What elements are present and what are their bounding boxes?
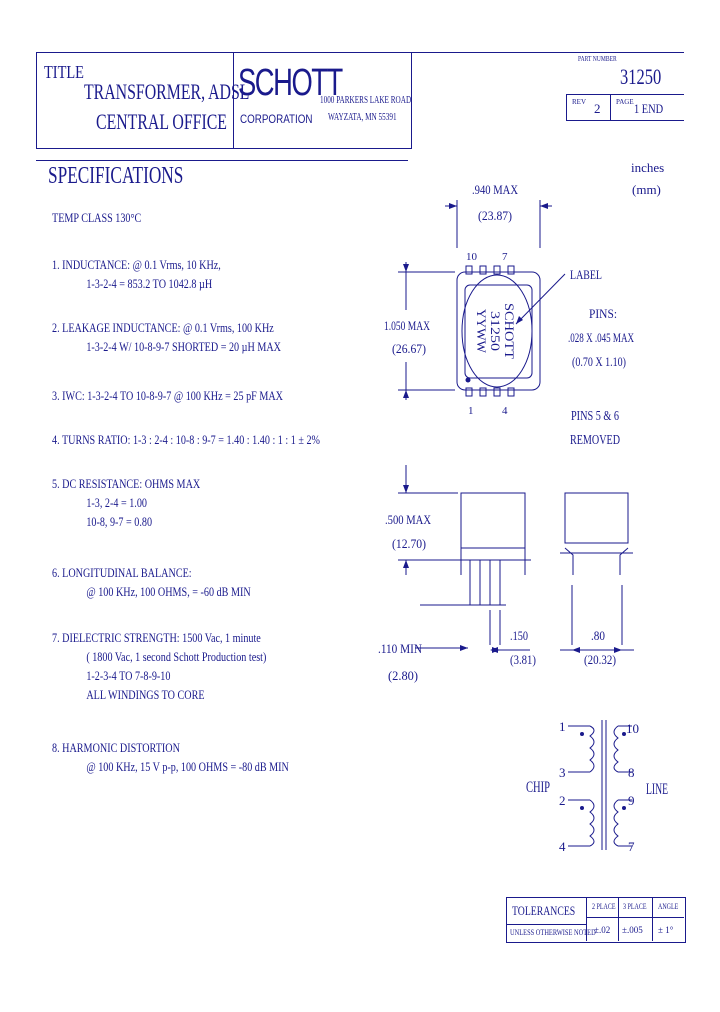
title-block-divider bbox=[411, 52, 412, 148]
winding-schematic: 1 3 2 4 10 8 9 7 CHIP LINE bbox=[526, 719, 668, 854]
units-line2: (mm) bbox=[632, 182, 661, 197]
title-block-divider bbox=[233, 52, 234, 148]
pins-removed-line2: REMOVED bbox=[570, 433, 620, 448]
component-label-text: SCHOTT 31250 YYWW bbox=[474, 303, 517, 359]
drawing-title-line2: CENTRAL OFFICE bbox=[96, 109, 227, 134]
schematic-pin: 9 bbox=[628, 793, 635, 808]
pitch-in: .150 bbox=[510, 628, 528, 643]
spec-item: 6. LONGITUDINAL BALANCE: @ 100 KHz, 100 … bbox=[52, 565, 251, 599]
tolerance-header-rule bbox=[586, 917, 684, 918]
rev-value: 2 bbox=[594, 101, 601, 116]
width-dim-in: .940 MAX bbox=[472, 182, 518, 197]
schematic-pin: 8 bbox=[628, 765, 635, 780]
pin-number: 10 bbox=[466, 251, 478, 263]
svg-text:SCHOTT: SCHOTT bbox=[502, 303, 517, 359]
spec-item: 1. INDUCTANCE: @ 0.1 Vrms, 10 KHz, 1-3-2… bbox=[52, 257, 221, 291]
spec-item: 8. HARMONIC DISTORTION @ 100 KHz, 15 V p… bbox=[52, 740, 289, 774]
tolerance-title-rule bbox=[506, 924, 586, 925]
row-in: .80 bbox=[591, 628, 605, 643]
tolerance-head-angle: ANGLE bbox=[658, 902, 679, 911]
tolerance-head-2-place: 2 PLACE bbox=[592, 902, 616, 911]
row-mm: (20.32) bbox=[584, 652, 616, 667]
part-number: 31250 bbox=[620, 64, 662, 89]
tolerance-value-2-place: ±.02 bbox=[594, 925, 611, 935]
label-callout: LABEL bbox=[570, 267, 602, 282]
tolerances-subtitle: UNLESS OTHERWISE NOTED bbox=[510, 928, 596, 937]
temp-class: TEMP CLASS 130°C bbox=[52, 210, 142, 225]
height-dim-mm: (26.67) bbox=[392, 341, 426, 356]
specs-top-rule bbox=[36, 160, 408, 161]
schematic-pin: 3 bbox=[559, 765, 566, 780]
pin-length-in: .110 MIN bbox=[378, 641, 423, 656]
side-height-in: .500 MAX bbox=[385, 512, 431, 527]
units-line1: inches bbox=[631, 160, 664, 175]
spec-item: 2. LEAKAGE INDUCTANCE: @ 0.1 Vrms, 100 K… bbox=[52, 320, 282, 354]
page-label: PAGE bbox=[616, 98, 634, 106]
title-block-left-border bbox=[36, 52, 37, 148]
company-address-line2: WAYZATA, MN 55391 bbox=[328, 112, 397, 123]
pins-size-mm: (0.70 X 1.10) bbox=[572, 354, 626, 369]
pin-number: 1 bbox=[468, 405, 474, 417]
pins-removed-line1: PINS 5 & 6 bbox=[571, 409, 619, 424]
tolerance-divider bbox=[618, 897, 619, 941]
spec-item: 4. TURNS RATIO: 1-3 : 2-4 : 10-8 : 9-7 =… bbox=[52, 432, 320, 447]
svg-text:YYWW: YYWW bbox=[474, 309, 489, 354]
rev-label: REV bbox=[572, 98, 586, 106]
title-block-top-border bbox=[36, 52, 684, 53]
tolerances-title: TOLERANCES bbox=[512, 903, 576, 918]
schematic-pin: 4 bbox=[559, 839, 566, 854]
pin-number: 7 bbox=[502, 251, 508, 263]
spec-item: 3. IWC: 1-3-2-4 TO 10-8-9-7 @ 100 KHz = … bbox=[52, 388, 283, 403]
company-address-line1: 1000 PARKERS LAKE ROAD bbox=[320, 95, 412, 106]
pins-title: PINS: bbox=[589, 306, 617, 321]
specs-heading: SPECIFICATIONS bbox=[48, 163, 184, 189]
drawing-title-line1: TRANSFORMER, ADSL bbox=[84, 79, 250, 104]
svg-text:31250: 31250 bbox=[488, 311, 503, 351]
tolerance-value-3-place: ±.005 bbox=[622, 925, 643, 935]
tolerance-divider bbox=[652, 897, 653, 941]
company-logo: SCHOTT bbox=[238, 62, 343, 104]
title-label: TITLE bbox=[44, 62, 84, 82]
chip-side-label: CHIP bbox=[526, 779, 550, 796]
rev-page-divider bbox=[566, 120, 684, 121]
tolerances-box bbox=[506, 897, 686, 943]
schematic-pin: 1 bbox=[559, 719, 566, 734]
height-dim-in: 1.050 MAX bbox=[384, 318, 430, 333]
part-number-divider bbox=[566, 94, 684, 95]
part-number-label: PART NUMBER bbox=[578, 55, 617, 63]
pins-size-in: .028 X .045 MAX bbox=[568, 330, 634, 345]
width-dim-mm: (23.87) bbox=[478, 208, 512, 223]
schematic-pin: 2 bbox=[559, 793, 566, 808]
side-height-mm: (12.70) bbox=[392, 536, 426, 551]
rev-page-divider-v bbox=[610, 94, 611, 120]
page-value: 1 END bbox=[634, 101, 664, 116]
pin-length-mm: (2.80) bbox=[388, 668, 418, 683]
rev-left-border bbox=[566, 94, 567, 120]
schematic-pin: 7 bbox=[628, 839, 635, 854]
pin-number: 4 bbox=[502, 405, 508, 417]
title-block-bottom-border bbox=[36, 148, 412, 149]
pitch-mm: (3.81) bbox=[510, 652, 536, 667]
schematic-pin: 10 bbox=[626, 721, 639, 736]
spec-item: 7. DIELECTRIC STRENGTH: 1500 Vac, 1 minu… bbox=[52, 630, 267, 702]
company-subtitle: CORPORATION bbox=[240, 112, 313, 126]
spec-item: 5. DC RESISTANCE: OHMS MAX 1-3, 2-4 = 1.… bbox=[52, 476, 201, 529]
line-side-label: LINE bbox=[646, 781, 668, 798]
tolerance-value-angle: ± 1° bbox=[658, 925, 674, 935]
tolerance-divider bbox=[586, 897, 587, 941]
tolerance-head-3-place: 3 PLACE bbox=[623, 902, 647, 911]
